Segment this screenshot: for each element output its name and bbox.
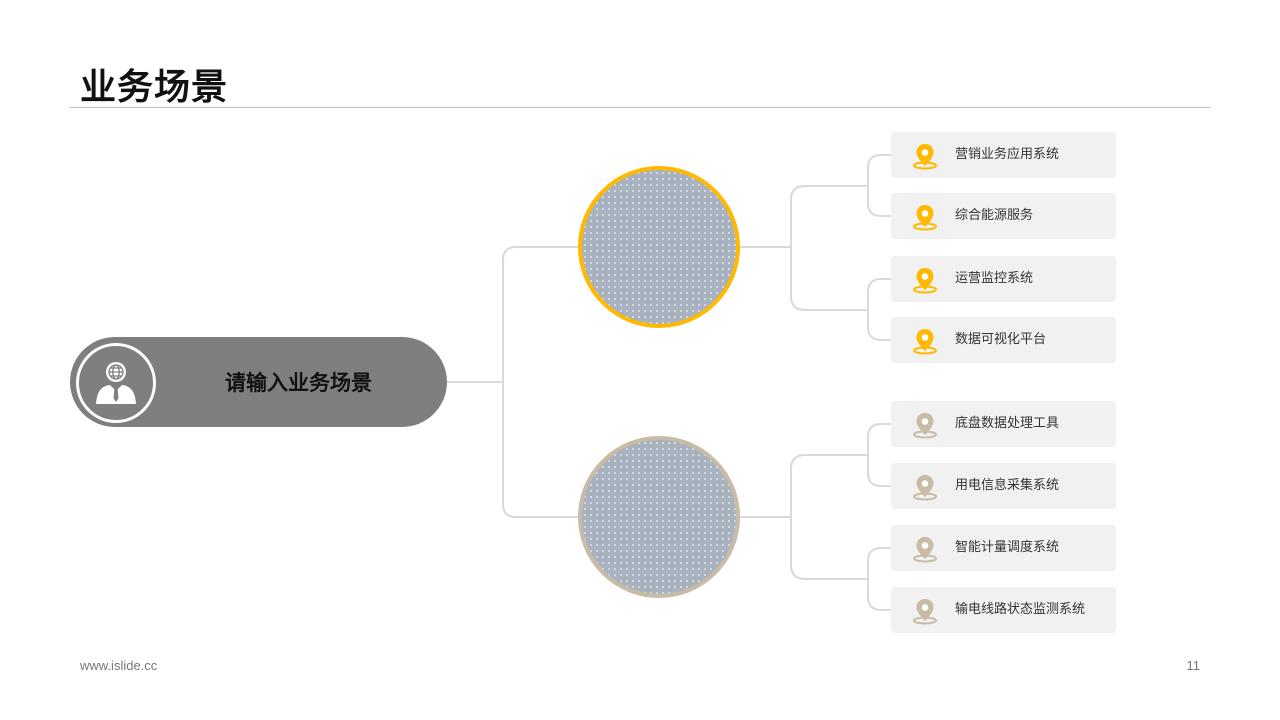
scenario-item[interactable]: 运营监控系统 — [891, 256, 1116, 302]
scenario-item[interactable]: 用电信息采集系统 — [891, 463, 1116, 509]
scenario-item-label: 用电信息采集系统 — [955, 478, 1060, 493]
scenario-item-label: 输电线路状态监测系统 — [955, 602, 1086, 617]
location-pin-icon — [913, 413, 937, 439]
connector-a-fork — [790, 185, 868, 311]
location-pin-icon — [913, 205, 937, 231]
location-pin-icon — [913, 599, 937, 625]
scenario-item[interactable]: 综合能源服务 — [891, 193, 1116, 239]
scenario-item-label: 智能计量调度系统 — [955, 540, 1060, 555]
image-placeholder-circle-2[interactable] — [578, 436, 740, 598]
connector-a-top — [867, 154, 891, 217]
connector-b-top — [867, 423, 891, 487]
scenario-item-label: 综合能源服务 — [955, 208, 1034, 223]
page-title: 业务场景 — [80, 67, 229, 108]
scenario-item-label: 运营监控系统 — [955, 271, 1034, 286]
scenario-item[interactable]: 智能计量调度系统 — [891, 525, 1116, 571]
connector-a-bottom — [867, 278, 891, 341]
connector-b-fork — [790, 454, 868, 580]
central-topic-label: 请输入业务场景 — [225, 371, 372, 395]
scenario-item[interactable]: 营销业务应用系统 — [891, 132, 1116, 178]
image-placeholder-circle-1[interactable] — [578, 166, 740, 328]
footer-url: www.islide.cc — [80, 658, 158, 673]
businessman-globe-icon — [76, 343, 156, 423]
location-pin-icon — [913, 475, 937, 501]
location-pin-icon — [913, 144, 937, 170]
location-pin-icon — [913, 329, 937, 355]
location-pin-icon — [913, 537, 937, 563]
scenario-item-label: 数据可视化平台 — [955, 332, 1047, 347]
connector-trunk — [502, 246, 522, 518]
scenario-item-label: 底盘数据处理工具 — [955, 416, 1060, 431]
page-number: 11 — [1186, 658, 1201, 673]
scenario-item[interactable]: 输电线路状态监测系统 — [891, 587, 1116, 633]
scenario-item[interactable]: 数据可视化平台 — [891, 317, 1116, 363]
scenario-item-label: 营销业务应用系统 — [955, 147, 1060, 162]
title-divider — [70, 107, 1210, 108]
scenario-item[interactable]: 底盘数据处理工具 — [891, 401, 1116, 447]
location-pin-icon — [913, 268, 937, 294]
central-topic[interactable]: 请输入业务场景 — [70, 337, 447, 427]
connector-b-bottom — [867, 547, 891, 611]
